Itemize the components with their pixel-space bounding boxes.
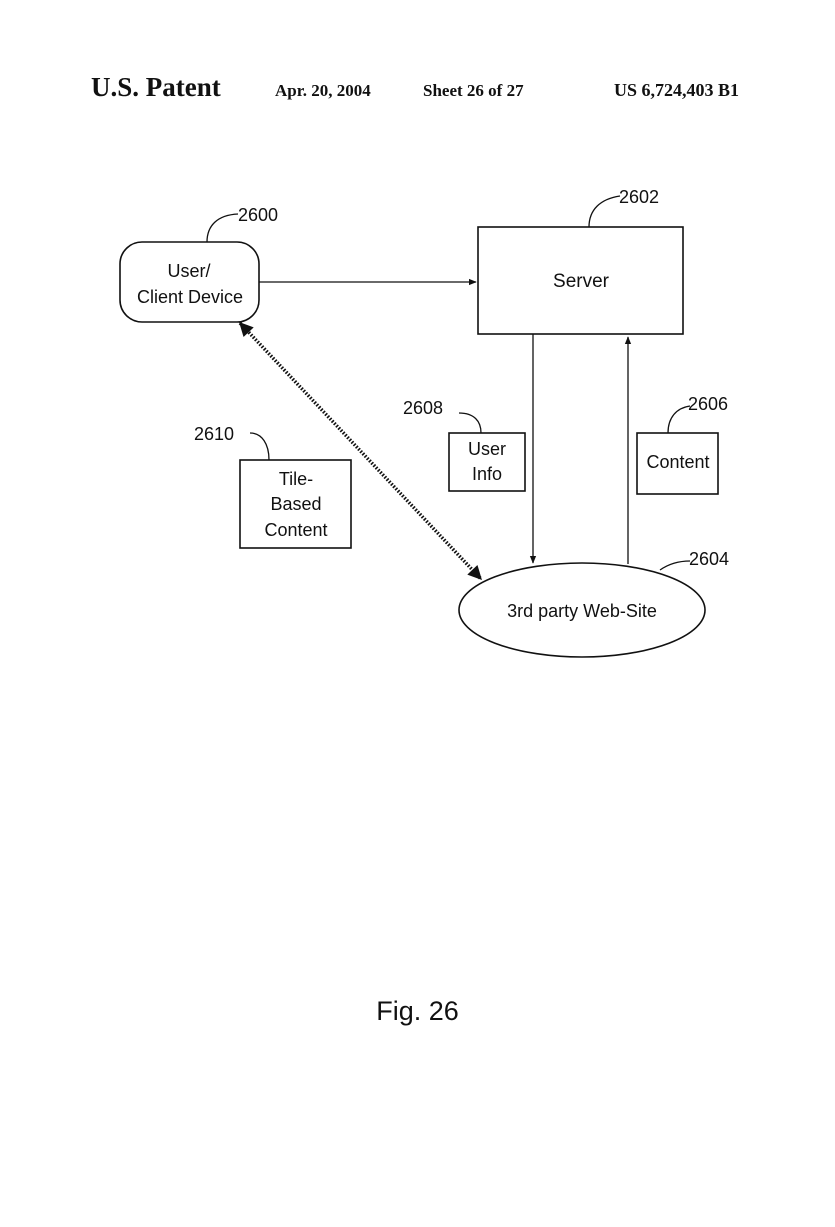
content-label: Content <box>646 452 709 472</box>
user-client-device-box <box>119 241 260 323</box>
ref-2600-label: 2600 <box>238 205 278 225</box>
server-node: Server 2602 <box>477 187 684 335</box>
content-node: Content 2606 <box>636 394 728 495</box>
tile-based-content-label-line-1: Tile- <box>279 469 313 489</box>
third-party-website-ellipse <box>458 562 706 658</box>
tile-based-content-label-line-3: Content <box>264 520 327 540</box>
ref-2606-label: 2606 <box>688 394 728 414</box>
third-party-website-node: 3rd party Web-Site 2604 <box>458 549 729 658</box>
server-label: Server <box>553 271 610 292</box>
user-client-device-label-line-2: Client Device <box>137 287 243 307</box>
ref-2610-leader <box>249 432 270 461</box>
patent-number: US 6,724,403 B1 <box>614 80 740 100</box>
ref-2606-leader <box>667 405 691 434</box>
ref-2604-label: 2604 <box>689 549 729 569</box>
user-client-device-label-line-1: User/ <box>167 261 210 281</box>
figure-caption: Fig. 26 <box>376 996 459 1026</box>
ref-2610-label: 2610 <box>194 424 234 444</box>
third-party-website-label: 3rd party Web-Site <box>507 601 657 621</box>
sheet-number: Sheet 26 of 27 <box>423 81 524 100</box>
patent-date: Apr. 20, 2004 <box>275 81 371 100</box>
tile-based-content-node: Tile- Based Content 2610 <box>194 424 352 549</box>
user-info-label-line-2: Info <box>472 464 502 484</box>
ref-2608-leader <box>458 412 482 434</box>
ref-2602-label: 2602 <box>619 187 659 207</box>
ref-2604-leader <box>659 560 691 571</box>
tile-based-content-label-line-2: Based <box>270 494 321 514</box>
patent-label: U.S. Patent <box>91 72 221 102</box>
dotted-arrow-user-to-third-party <box>238 321 483 581</box>
user-info-label-line-1: User <box>468 439 506 459</box>
ref-2600-leader <box>206 213 239 243</box>
user-info-node: User Info 2608 <box>403 398 526 492</box>
ref-2602-leader <box>588 195 621 228</box>
server-box <box>477 226 684 335</box>
content-box <box>636 432 719 495</box>
ref-2608-label: 2608 <box>403 398 443 418</box>
user-client-device-node: User/ Client Device 2600 <box>119 205 278 323</box>
